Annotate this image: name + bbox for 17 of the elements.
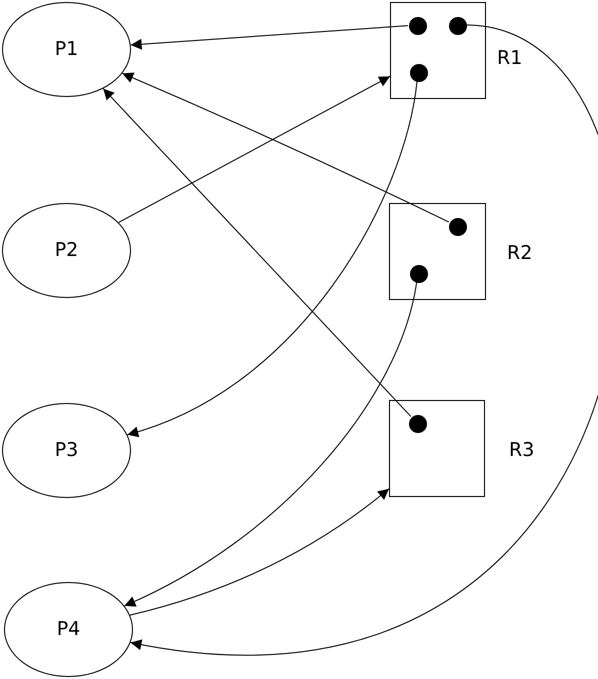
arrow — [102, 88, 412, 417]
resource-label: R2 — [507, 241, 532, 266]
resource-box — [389, 400, 485, 497]
resource-box — [390, 2, 486, 99]
arrow — [124, 281, 418, 606]
resource-label: R3 — [509, 438, 534, 463]
arrow — [126, 80, 418, 436]
arrow — [118, 76, 390, 223]
process-label: P4 — [56, 617, 80, 642]
process-label: P2 — [54, 238, 78, 264]
process-label: P1 — [54, 37, 78, 62]
arrow — [122, 72, 450, 223]
process-label: P3 — [54, 438, 78, 464]
arrow — [130, 25, 409, 50]
resource-box — [389, 203, 486, 300]
resource-label: R1 — [497, 46, 522, 71]
arrow — [129, 488, 390, 616]
